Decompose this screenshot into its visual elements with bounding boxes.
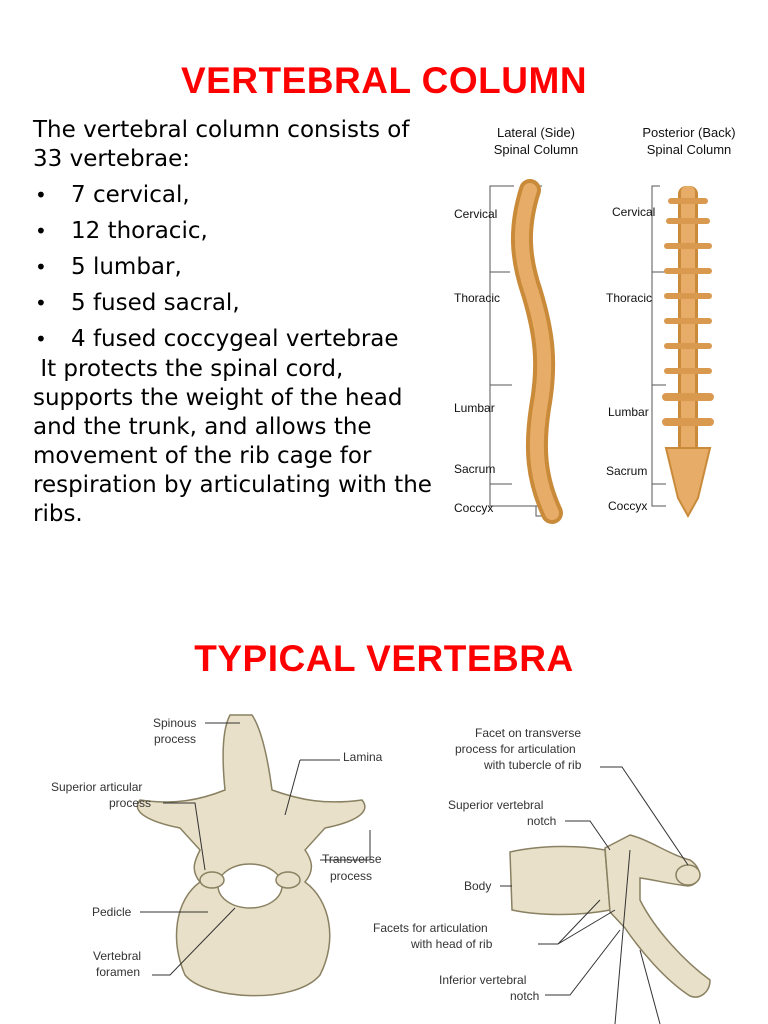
label-process-1: process xyxy=(154,732,196,746)
posterior-heading-line2: Spinal Column xyxy=(647,142,732,157)
intro-text-block: The vertebral column consists of 33 vert… xyxy=(33,116,433,529)
superior-view-vertebra xyxy=(136,714,366,997)
lateral-heading-line1: Lateral (Side) xyxy=(497,125,575,140)
label-lamina: Lamina xyxy=(343,750,383,764)
label-foramen: foramen xyxy=(96,965,140,979)
lateral-label-cervical: Cervical xyxy=(454,207,497,221)
label-head-rib: with head of rib xyxy=(410,937,493,951)
label-spinous: Spinous xyxy=(153,716,196,730)
vertebrae-list: •7 cervical, •12 thoracic, •5 lumbar, •5… xyxy=(33,177,433,357)
label-process-2: process xyxy=(109,796,151,810)
label-notch-1: notch xyxy=(527,814,556,828)
lateral-spine-illustration xyxy=(510,179,563,524)
label-process-articulation: process for articulation xyxy=(455,742,576,756)
lateral-label-thoracic: Thoracic xyxy=(454,291,500,305)
posterior-region-brackets xyxy=(651,185,666,507)
label-inferior-notch: Inferior vertebral xyxy=(439,973,526,987)
lateral-leader-lines xyxy=(500,766,689,1024)
list-item: •4 fused coccygeal vertebrae xyxy=(33,321,433,357)
label-vertebral: Vertebral xyxy=(93,949,141,963)
posterior-label-coccyx: Coccyx xyxy=(608,499,647,513)
spinal-column-figure: Lateral (Side) Spinal Column Posterior (… xyxy=(454,125,736,524)
lateral-label-sacrum: Sacrum xyxy=(454,462,495,476)
bullet-icon: • xyxy=(35,219,47,243)
bullet-icon: • xyxy=(35,183,47,207)
label-superior-notch: Superior vertebral xyxy=(448,798,543,812)
superior-leader-lines xyxy=(140,722,371,976)
list-item: •5 fused sacral, xyxy=(33,285,433,321)
section-title: TYPICAL VERTEBRA xyxy=(194,638,574,679)
label-superior-articular: Superior articular xyxy=(51,780,142,794)
label-body: Body xyxy=(464,879,491,893)
bullet-icon: • xyxy=(35,327,47,351)
list-item: •12 thoracic, xyxy=(33,213,433,249)
posterior-label-sacrum: Sacrum xyxy=(606,464,647,478)
posterior-label-lumbar: Lumbar xyxy=(608,405,649,419)
label-process-3: process xyxy=(330,869,372,883)
posterior-spine-illustration xyxy=(662,186,714,519)
posterior-label-cervical: Cervical xyxy=(612,205,655,219)
label-notch-2: notch xyxy=(510,989,539,1003)
lateral-label-coccyx: Coccyx xyxy=(454,501,493,515)
label-transverse: Transverse xyxy=(322,852,382,866)
intro-lead: The vertebral column consists of 33 vert… xyxy=(33,117,410,172)
typical-vertebra-figure: Spinous process Lamina Superior articula… xyxy=(51,714,711,1024)
bullet-icon: • xyxy=(35,291,47,315)
posterior-heading-line1: Posterior (Back) xyxy=(642,125,735,140)
bullet-icon: • xyxy=(35,255,47,279)
label-facets-articulation: Facets for articulation xyxy=(373,921,488,935)
lateral-heading-line2: Spinal Column xyxy=(494,142,579,157)
posterior-label-thoracic: Thoracic xyxy=(606,291,652,305)
page-title: VERTEBRAL COLUMN xyxy=(180,60,588,101)
intro-paragraph: It protects the spinal cord, supports th… xyxy=(33,356,440,527)
lateral-view-vertebra xyxy=(509,834,711,998)
label-tubercle-rib: with tubercle of rib xyxy=(483,758,582,772)
label-facet-transverse: Facet on transverse xyxy=(475,726,581,740)
label-pedicle: Pedicle xyxy=(92,905,132,919)
list-item: •7 cervical, xyxy=(33,177,433,213)
list-item: •5 lumbar, xyxy=(33,249,433,285)
lateral-label-lumbar: Lumbar xyxy=(454,401,495,415)
